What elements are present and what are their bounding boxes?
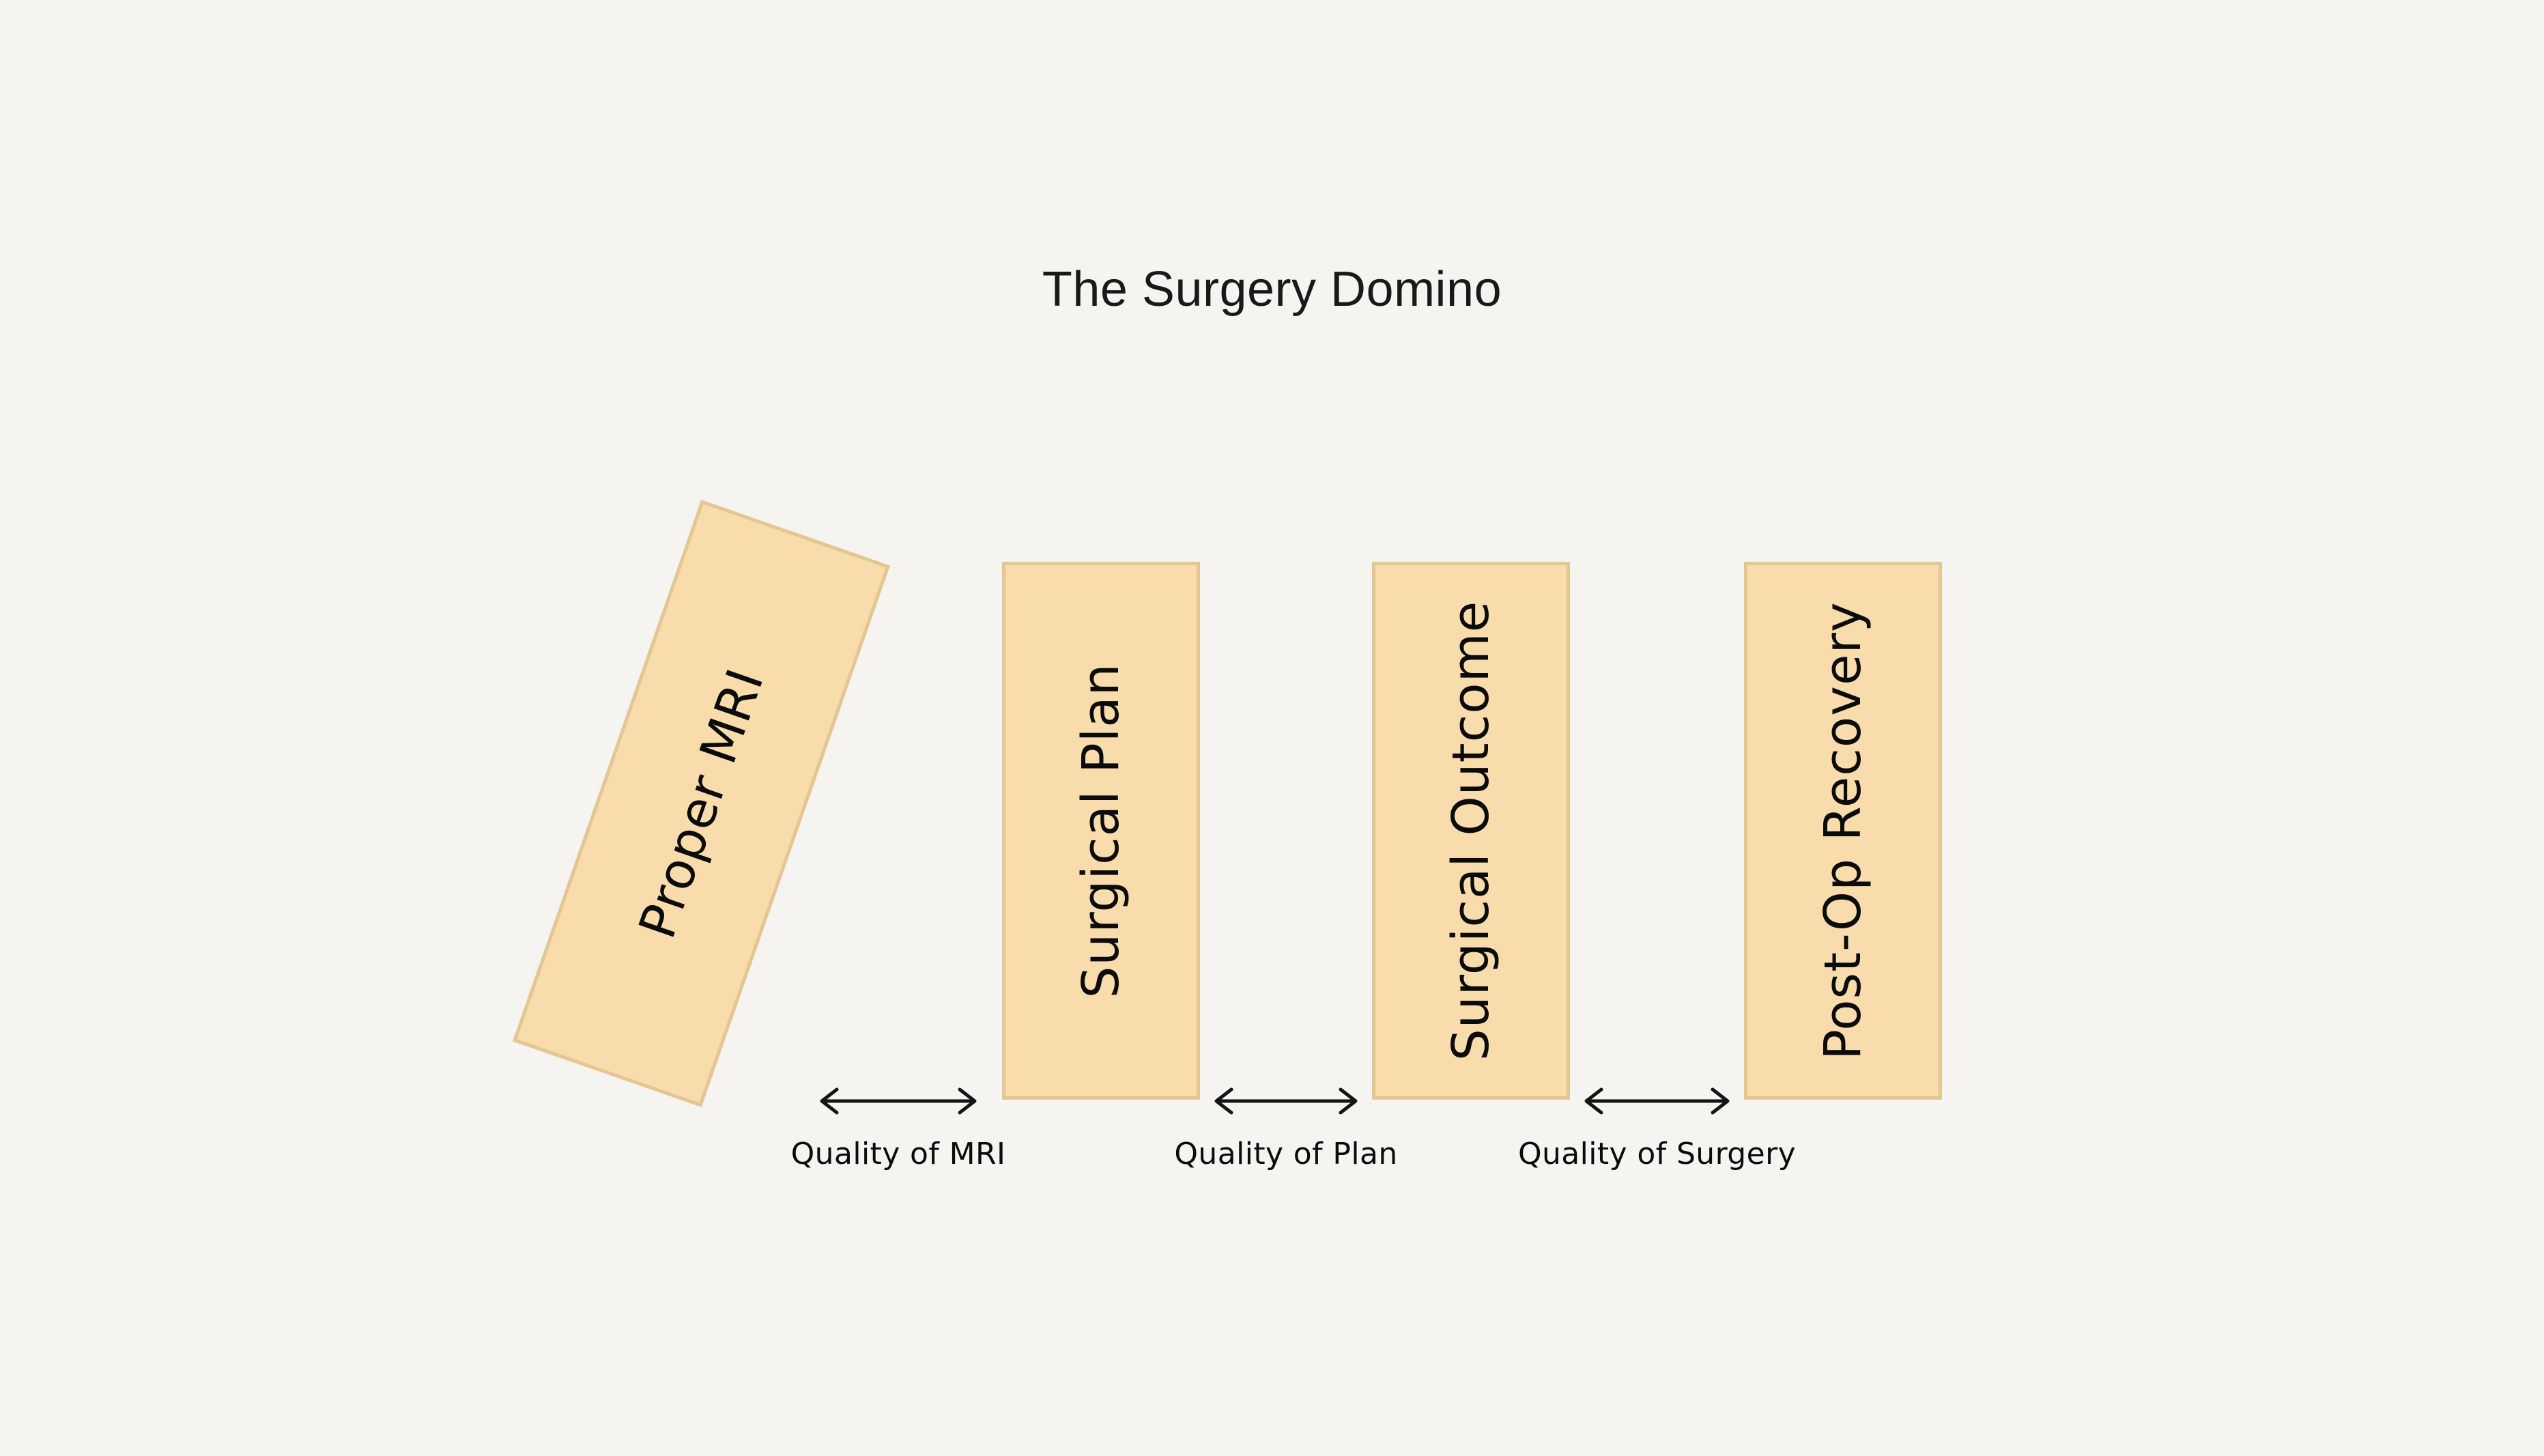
domino-surgical-plan[interactable]: Surgical Plan <box>1002 562 1200 1100</box>
domino-surgical-outcome[interactable]: Surgical Outcome <box>1372 562 1570 1100</box>
double-arrow-icon <box>1214 1087 1358 1115</box>
gap-quality-of-plan: Quality of Plan <box>1174 1082 1397 1184</box>
page-title: The Surgery Domino <box>1042 262 1502 317</box>
domino-label-surgical-plan: Surgical Plan <box>1072 663 1130 999</box>
gap-label-quality-of-surgery: Quality of Surgery <box>1517 1137 1797 1171</box>
double-arrow-icon <box>1584 1087 1730 1115</box>
domino-label-surgical-outcome: Surgical Outcome <box>1442 600 1500 1061</box>
domino-post-op-recovery[interactable]: Post-Op Recovery <box>1744 562 1942 1100</box>
domino-proper-mri[interactable]: Proper MRI <box>513 500 890 1107</box>
domino-label-proper-mri: Proper MRI <box>627 661 775 946</box>
double-arrow-icon <box>820 1087 977 1115</box>
gap-label-quality-of-mri: Quality of MRI <box>790 1137 1006 1171</box>
gap-label-quality-of-plan: Quality of Plan <box>1174 1137 1398 1171</box>
gap-quality-of-mri: Quality of MRI <box>791 1082 1005 1184</box>
gap-quality-of-surgery: Quality of Surgery <box>1518 1082 1796 1184</box>
domino-label-post-op-recovery: Post-Op Recovery <box>1814 601 1872 1060</box>
